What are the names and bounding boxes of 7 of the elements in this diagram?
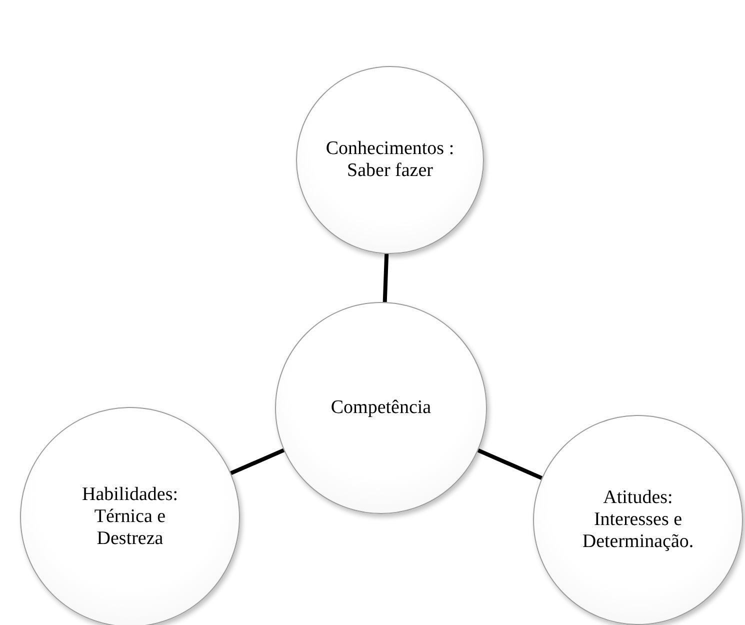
- node-label: Atitudes: Interesses e Determinação.: [581, 487, 695, 553]
- connector-line: [477, 448, 543, 480]
- node-label: Conhecimentos : Saber fazer: [324, 138, 456, 182]
- connector-line: [382, 254, 389, 302]
- node-label: Habilidades: Térnica e Destreza: [80, 484, 180, 550]
- connector-line: [230, 448, 285, 476]
- node-label: Competência: [330, 397, 432, 419]
